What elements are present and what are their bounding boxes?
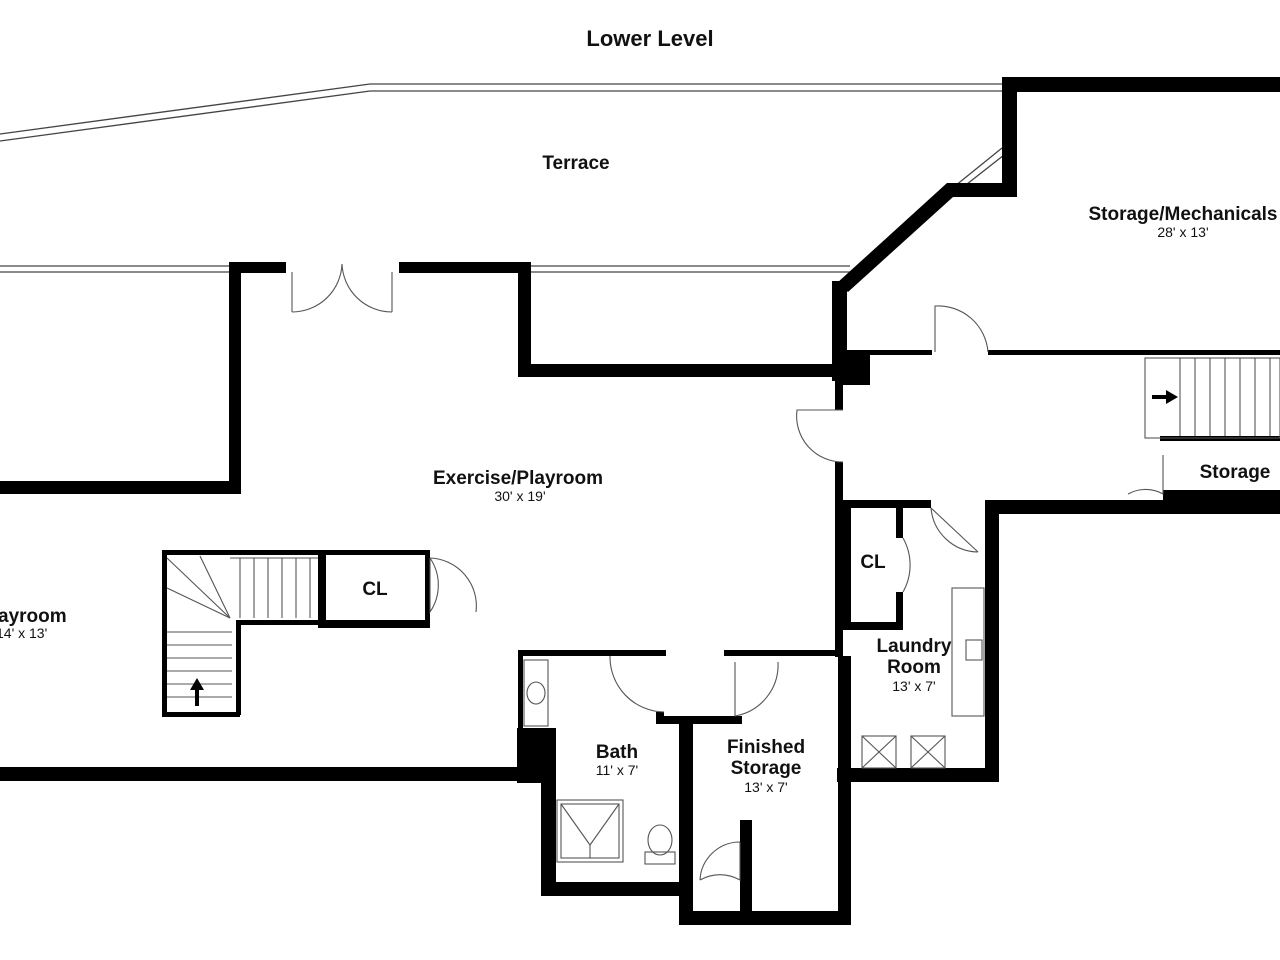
room-name: CL (860, 552, 886, 573)
terrace-outline (0, 83, 1005, 273)
walls (0, 77, 1280, 925)
room-dimensions: 14' x 13' (0, 625, 47, 641)
room-name-line2: Storage (731, 758, 802, 779)
room-bath: Bath 11' x 7' (596, 742, 638, 778)
room-name: Storage/Mechanicals (1088, 204, 1277, 225)
doors (291, 263, 1164, 881)
room-name: CL (362, 579, 388, 600)
room-dimensions: 30' x 19' (494, 488, 545, 504)
room-storage-mechanicals: Storage/Mechanicals 28' x 13' (1088, 204, 1277, 240)
plan-title: Lower Level (586, 26, 713, 51)
room-name: Exercise/Playroom (433, 468, 603, 489)
room-name: Finished (727, 737, 805, 758)
room-finished-storage: Finished Storage 13' x 7' (727, 737, 805, 795)
room-storage: Storage (1200, 462, 1271, 483)
arrow-right-icon (1152, 390, 1178, 404)
room-playroom: ayroom 14' x 13' (0, 606, 67, 641)
room-dimensions: 13' x 7' (892, 678, 935, 694)
room-name: ayroom (0, 606, 67, 627)
room-name-line2: Room (887, 657, 941, 678)
arrow-up-icon (190, 678, 204, 706)
room-terrace: Terrace (542, 153, 609, 174)
fixtures (523, 587, 985, 865)
room-dimensions: 28' x 13' (1157, 224, 1208, 240)
stairs-left (166, 555, 318, 706)
room-dimensions: 11' x 7' (596, 762, 638, 778)
room-dimensions: 13' x 7' (744, 779, 787, 795)
room-closet-left: CL (362, 579, 388, 600)
room-exercise-playroom: Exercise/Playroom 30' x 19' (433, 468, 603, 504)
room-name: Terrace (542, 153, 609, 174)
room-closet-right: CL (860, 552, 886, 573)
stairs-right (1144, 357, 1280, 439)
room-laundry: Laundry Room 13' x 7' (877, 636, 952, 694)
room-name: Bath (596, 742, 638, 763)
room-name: Storage (1200, 462, 1271, 483)
room-name: Laundry (877, 636, 952, 657)
